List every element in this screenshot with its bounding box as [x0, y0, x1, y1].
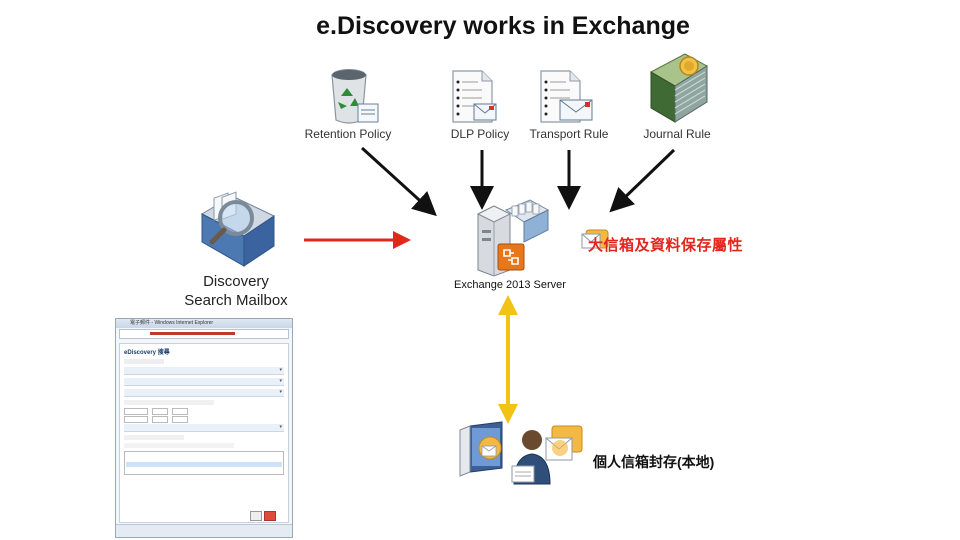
- dlp-policy-document-icon: [452, 70, 497, 123]
- exchange-server-label: Exchange 2013 Server: [454, 279, 566, 291]
- personal-archive-label: 個人信箱封存(本地): [593, 454, 715, 470]
- section-bar-1: [124, 367, 284, 375]
- mailbox-list: [124, 451, 284, 475]
- taskbar: [116, 524, 292, 537]
- section-bar-2: [124, 378, 284, 386]
- transport-rule-document-icon: [540, 70, 593, 123]
- dlp-policy-label: DLP Policy: [450, 127, 510, 141]
- recycle-bin-icon: [331, 69, 379, 124]
- browser-window-thumbnail: 電子郵件 - Windows Internet Explorer eDiscov…: [115, 318, 293, 538]
- arrow-retention-to-server: [360, 146, 437, 217]
- retention-policy-label: Retention Policy: [304, 127, 392, 141]
- browser-cancel-button: [264, 511, 276, 521]
- address-bar: [119, 329, 289, 339]
- browser-ok-button: [250, 511, 262, 521]
- discovery-label-line2: Search Mailbox: [184, 292, 288, 309]
- page-title: e.Discovery works in Exchange: [316, 12, 690, 40]
- discovery-label-line1: Discovery: [203, 273, 269, 290]
- personal-archive-icon: [459, 421, 583, 485]
- journal-rule-label: Journal Rule: [643, 127, 711, 141]
- browser-title-bar: 電子郵件 - Windows Internet Explorer: [116, 319, 292, 328]
- exchange-server-icon: [476, 199, 550, 277]
- section-bar-4: [124, 424, 284, 432]
- mailbox-retention-attributes-label: 大信箱及資料保存屬性: [588, 237, 744, 254]
- panel-title: eDiscovery 搜尋: [124, 350, 170, 356]
- journal-book-icon: [649, 53, 708, 123]
- discovery-search-mailbox-icon: [200, 191, 276, 267]
- arrow-journal-to-server: [609, 148, 676, 213]
- transport-rule-label: Transport Rule: [529, 127, 609, 141]
- mail-envelope-icon: [581, 229, 609, 249]
- ediscovery-panel: eDiscovery 搜尋: [119, 343, 289, 523]
- section-bar-3: [124, 389, 284, 397]
